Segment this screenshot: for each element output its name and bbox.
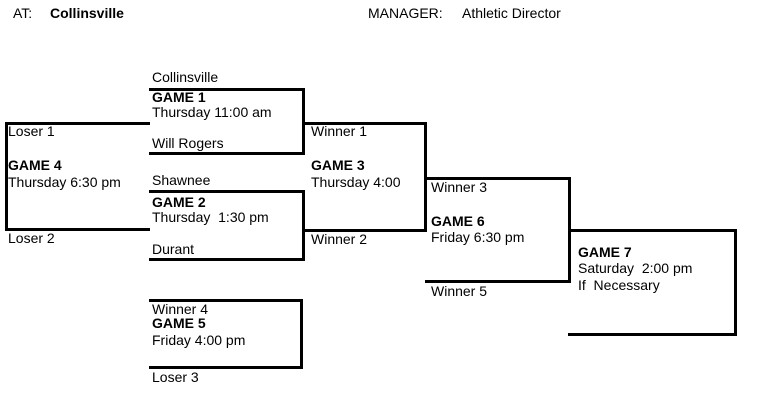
game6-top-slot: Winner 3: [431, 179, 488, 195]
game7-time: Saturday 2:00 pm: [578, 260, 693, 276]
game4-time: Thursday 6:30 pm: [8, 174, 121, 190]
winner5-line: [425, 280, 571, 283]
game2-bottom-line: [149, 258, 305, 261]
game6-name: GAME 6: [431, 213, 485, 229]
at-value: Collinsville: [50, 5, 124, 21]
game5-top-slot: Winner 4: [152, 301, 209, 317]
game3-bottom-slot: Winner 2: [311, 231, 368, 247]
at-label: AT:: [13, 5, 33, 21]
game4-left-connector-line: [5, 122, 8, 231]
game3-name: GAME 3: [311, 157, 365, 173]
game7-right-connector-line: [734, 229, 737, 336]
game2-name: GAME 2: [152, 194, 206, 210]
game2-top-team: Shawnee: [152, 172, 211, 188]
game2-top-line: [149, 190, 305, 193]
game6-right-connector-line: [568, 177, 571, 283]
game3-top-slot: Winner 1: [311, 123, 368, 139]
game5-bottom-line: [149, 366, 303, 369]
game1-top-team: Collinsville: [152, 69, 219, 85]
manager-value: Athletic Director: [462, 5, 561, 21]
game1-right-connector-line: [302, 88, 305, 155]
game5-right-connector-line: [300, 299, 303, 369]
winner1-line: [304, 122, 427, 125]
game4-bottom-slot: Loser 2: [8, 230, 55, 246]
game5-name: GAME 5: [152, 315, 206, 331]
winner3-line: [424, 177, 571, 180]
game3-time: Thursday 4:00: [311, 174, 401, 190]
game5-top-line: [149, 299, 303, 302]
game6-bottom-slot: Winner 5: [431, 283, 488, 299]
manager-label: MANAGER:: [368, 5, 443, 21]
game1-top-line: [149, 88, 305, 91]
game1-time: Thursday 11:00 am: [152, 104, 272, 120]
loser1-line: [5, 122, 150, 125]
game2-time: Thursday 1:30 pm: [152, 209, 269, 225]
game4-name: GAME 4: [8, 157, 62, 173]
game1-name: GAME 1: [152, 89, 206, 105]
game5-bottom-slot: Loser 3: [152, 369, 199, 385]
game5-time: Friday 4:00 pm: [152, 332, 246, 348]
game7-top-line: [571, 229, 737, 232]
game6-time: Friday 6:30 pm: [431, 229, 525, 245]
game2-right-connector-line: [302, 190, 305, 261]
game4-top-slot: Loser 1: [8, 123, 55, 139]
game7-note: If Necessary: [578, 277, 660, 293]
game3-right-connector-line: [424, 122, 427, 232]
game7-name: GAME 7: [578, 244, 632, 260]
winner2-line: [304, 229, 427, 232]
loser2-line: [5, 228, 150, 231]
game1-bottom-line: [149, 152, 305, 155]
game1-bottom-team: Will Rogers: [152, 135, 224, 151]
game2-bottom-team: Durant: [152, 241, 195, 257]
game7-bottom-line: [568, 333, 737, 336]
